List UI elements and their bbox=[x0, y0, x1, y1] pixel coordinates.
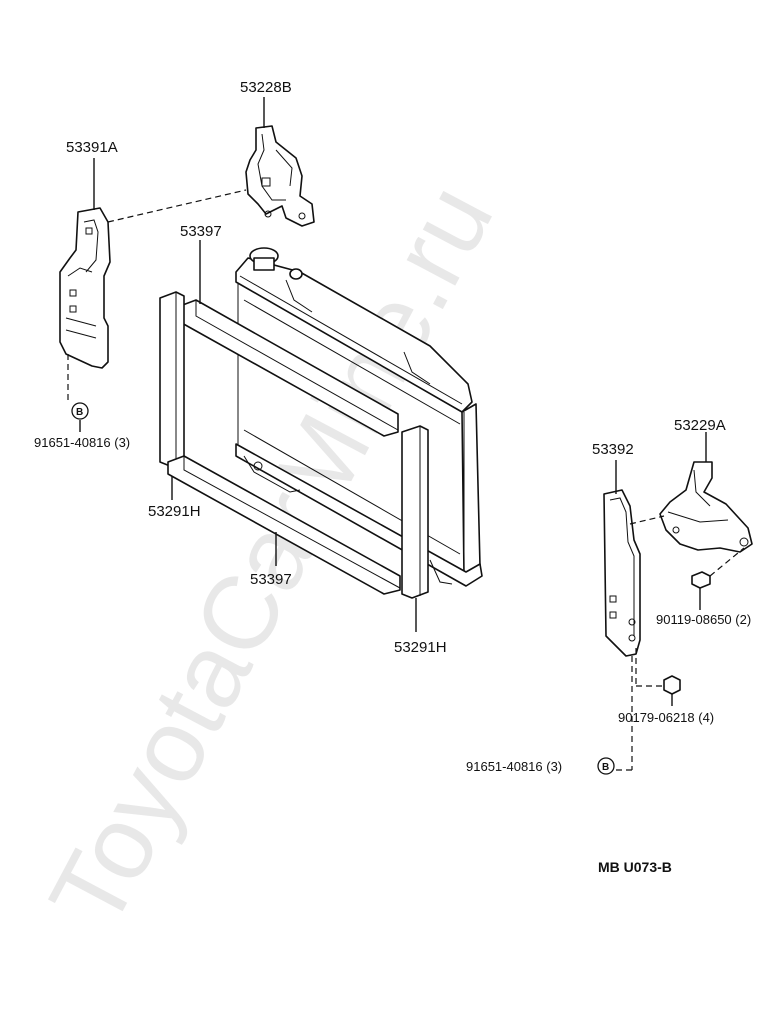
marker-b-left bbox=[71, 402, 89, 420]
label-53229a: 53229A bbox=[674, 417, 726, 434]
seal-lower-53397[interactable] bbox=[167, 455, 401, 595]
marker-b-left-text: B bbox=[76, 407, 83, 418]
marker-b-right bbox=[597, 757, 615, 775]
label-clip: 90179-06218 (4) bbox=[618, 710, 714, 725]
label-bolt: 90119-08650 (2) bbox=[656, 612, 751, 627]
label-seal-side-left: 53291H bbox=[148, 503, 201, 520]
bracket-top-53228b[interactable] bbox=[245, 125, 315, 227]
label-53228b: 53228B bbox=[240, 79, 292, 96]
seal-side-right-53291h[interactable] bbox=[401, 425, 429, 599]
marker-b-right-text: B bbox=[602, 762, 609, 773]
bolt-90119[interactable] bbox=[691, 571, 711, 598]
label-53392: 53392 bbox=[592, 441, 634, 458]
clip-90179[interactable] bbox=[663, 675, 681, 695]
bracket-right-53392[interactable] bbox=[603, 489, 641, 657]
bracket-left-53391a[interactable] bbox=[59, 207, 111, 369]
seal-side-left-53291h[interactable] bbox=[159, 291, 185, 467]
label-rivet-right: 91651-40816 (3) bbox=[466, 759, 562, 774]
label-seal-lower: 53397 bbox=[250, 571, 292, 588]
label-seal-side-right: 53291H bbox=[394, 639, 447, 656]
label-rivet-left: 91651-40816 (3) bbox=[34, 435, 130, 450]
label-seal-upper: 53397 bbox=[180, 223, 222, 240]
diagram-reference-code: MB U073-B bbox=[598, 859, 672, 875]
bracket-right-top-53229a[interactable] bbox=[659, 461, 753, 553]
label-53391a: 53391A bbox=[66, 139, 118, 156]
